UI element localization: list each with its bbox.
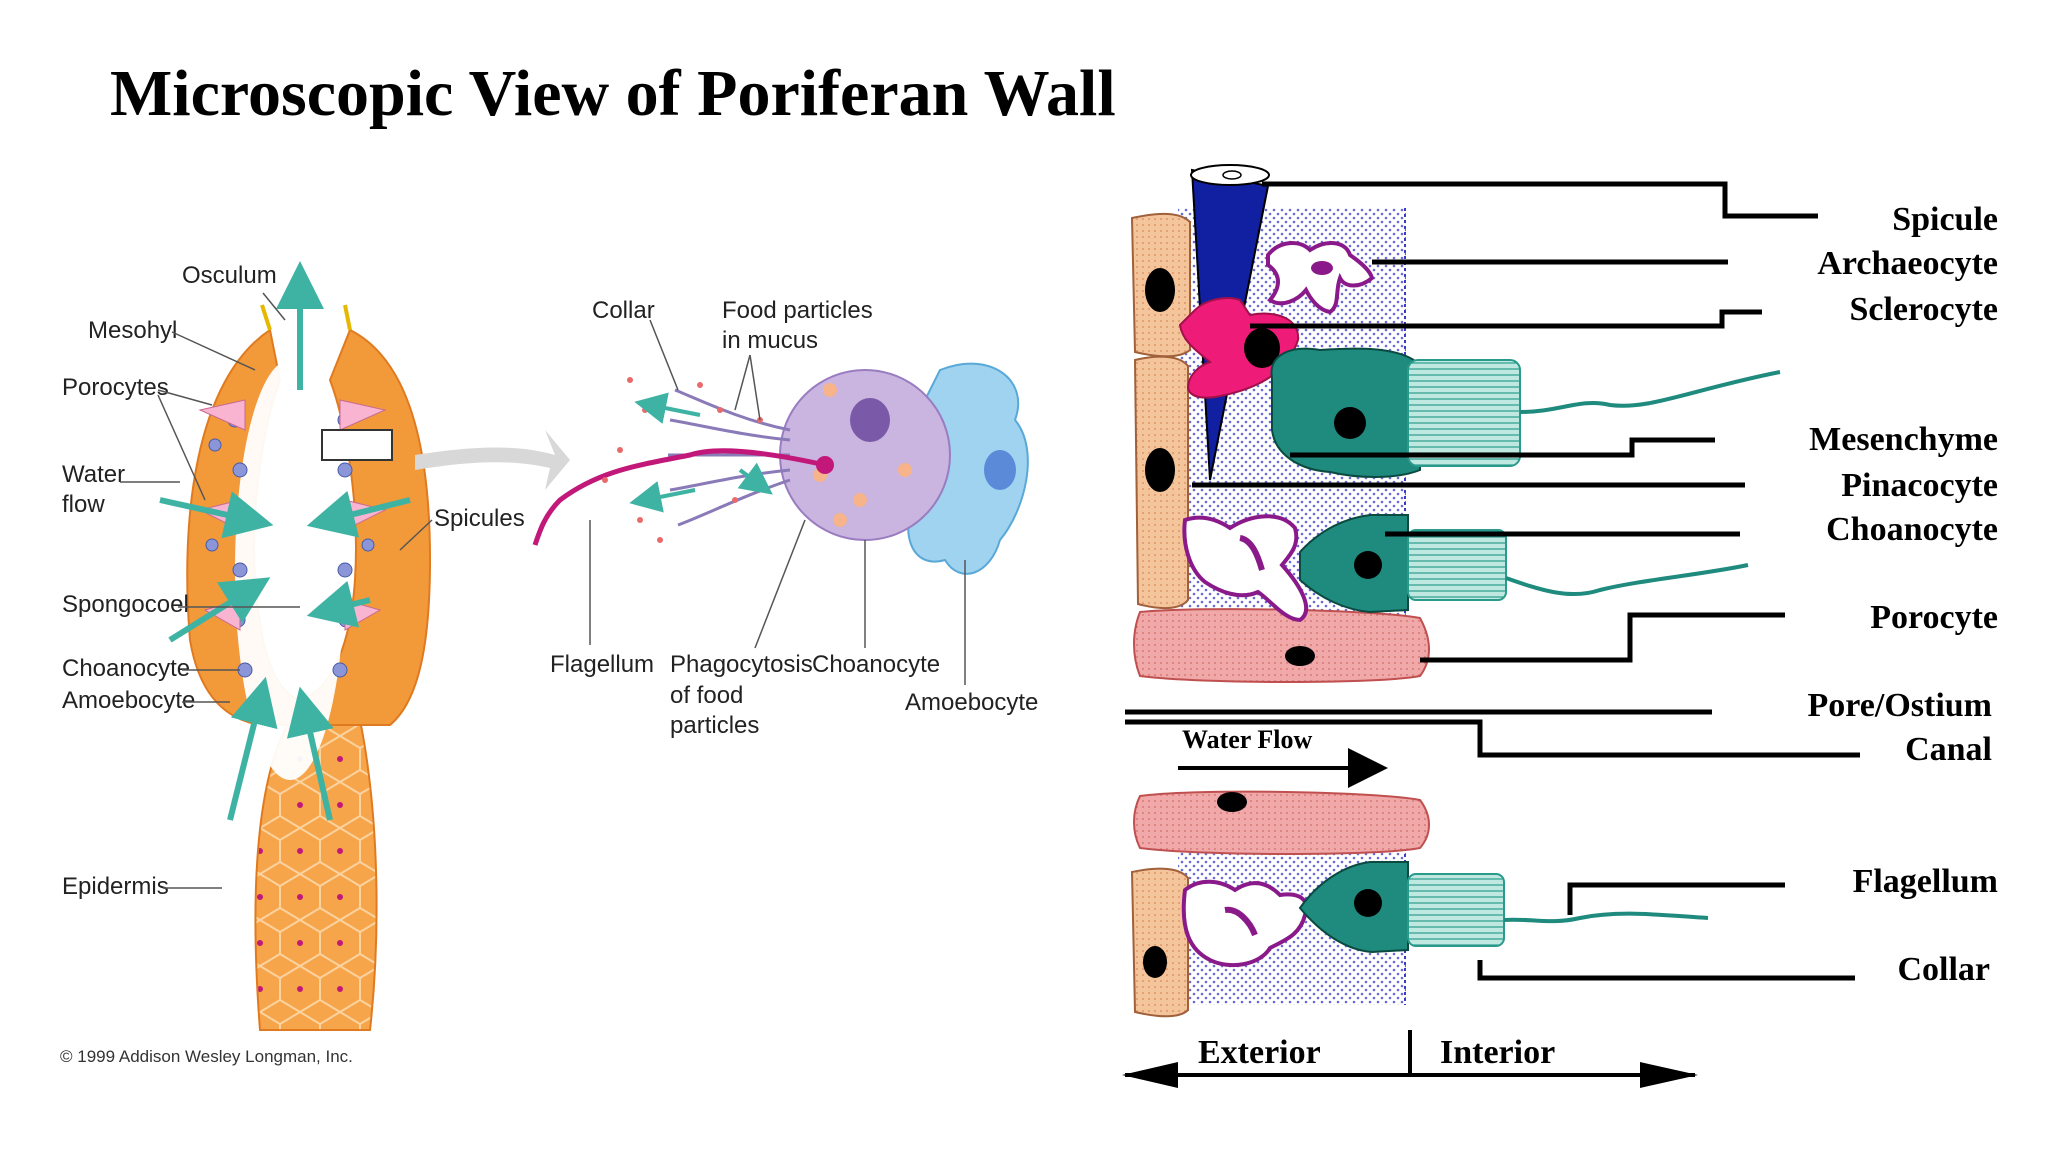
label-flagellum-mid: Flagellum <box>550 651 654 678</box>
copyright-text: © 1999 Addison Wesley Longman, Inc. <box>60 1047 353 1066</box>
label-epidermis: Epidermis <box>62 873 169 900</box>
label-pinacocyte: Pinacocyte <box>1841 467 1998 504</box>
label-porocyte: Porocyte <box>1870 599 1998 636</box>
label-pore-ostium: Pore/Ostium <box>1808 687 1992 724</box>
label-food-particles-line2: in mucus <box>722 327 818 354</box>
label-mesenchyme: Mesenchyme <box>1809 421 1998 458</box>
label-exterior: Exterior <box>1198 1034 1321 1071</box>
middle-figure-labels: Collar Food particles in mucus Flagellum… <box>550 297 1038 739</box>
choanocyte-cell-body <box>779 369 951 541</box>
magnify-arrow <box>415 430 570 490</box>
pinacocyte-bottom <box>1130 867 1189 1018</box>
label-osculum: Osculum <box>182 262 277 289</box>
label-flagellum-right: Flagellum <box>1853 863 1998 900</box>
label-collar-mid: Collar <box>592 297 655 324</box>
label-collar-right: Collar <box>1897 951 1990 988</box>
sclerocyte-cell <box>1178 297 1300 399</box>
label-spicules: Spicules <box>434 505 525 532</box>
label-phagocytosis-line1: Phagocytosis <box>670 651 813 678</box>
label-choanocyte-left: Choanocyte <box>62 655 190 682</box>
label-interior: Interior <box>1440 1034 1555 1071</box>
label-water-flow-right: Water Flow <box>1182 725 1312 754</box>
label-water-flow-line1: Water <box>62 461 125 488</box>
wall-schematic-figure <box>1122 164 1860 1088</box>
label-spicule: Spicule <box>1892 201 1998 238</box>
right-figure-labels: Spicule Archaeocyte Sclerocyte Mesenchym… <box>1182 201 1998 1071</box>
sponge-epidermis-shape <box>254 719 378 1031</box>
flagellum-strand <box>532 448 826 546</box>
porocyte-cell-top <box>1133 608 1430 683</box>
right-leader-lines <box>1192 181 1855 981</box>
label-phagocytosis-line3: particles <box>670 712 759 739</box>
spongocoel-cavity <box>235 360 345 780</box>
magnified-region-box <box>321 429 393 461</box>
label-canal: Canal <box>1905 731 1992 768</box>
slide-title: Microscopic View of Poriferan Wall <box>110 57 1116 130</box>
label-food-particles-line1: Food particles <box>722 297 873 324</box>
label-amoebocyte-mid: Amoebocyte <box>905 689 1038 716</box>
porocyte-cell-bottom <box>1133 790 1430 855</box>
archaeocyte-middle <box>1182 514 1308 623</box>
sponge-body-figure <box>159 261 570 1031</box>
label-phagocytosis-line2: of food <box>670 682 743 709</box>
left-figure-labels: Osculum Mesohyl Porocytes Water flow Spi… <box>60 262 525 1066</box>
label-water-flow-line2: flow <box>62 491 105 518</box>
archaeocyte-bottom <box>1181 879 1309 968</box>
label-choanocyte-mid: Choanocyte <box>812 651 940 678</box>
label-choanocyte-right: Choanocyte <box>1826 511 1998 548</box>
label-mesohyl: Mesohyl <box>88 317 177 344</box>
label-porocytes: Porocytes <box>62 374 169 401</box>
archaeocyte-top <box>1266 241 1375 315</box>
choanocyte-detail-figure <box>532 362 1029 575</box>
label-spongocoel: Spongocoel <box>62 591 189 618</box>
label-amoebocyte-left: Amoebocyte <box>62 687 195 714</box>
label-archaeocyte: Archaeocyte <box>1817 245 1998 282</box>
label-sclerocyte: Sclerocyte <box>1849 291 1998 328</box>
